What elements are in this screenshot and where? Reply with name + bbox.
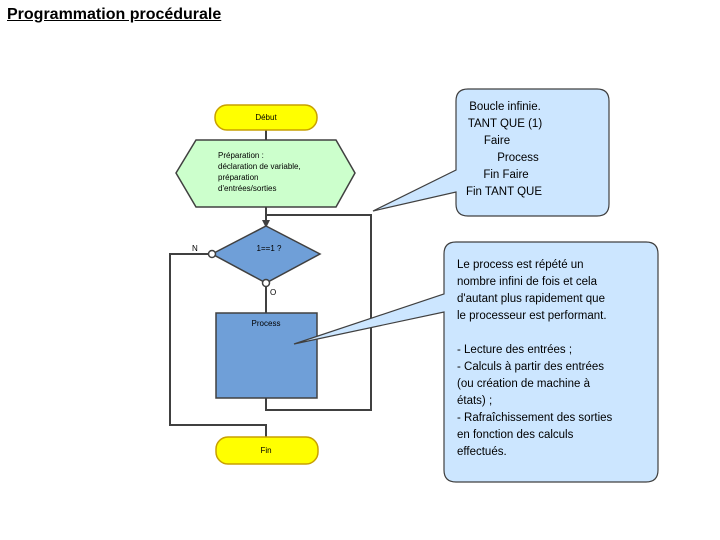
description-line-10: - Rafraîchissement des sorties bbox=[457, 412, 613, 424]
decision-label: 1==1 ? bbox=[257, 244, 282, 253]
yes-label: O bbox=[270, 288, 276, 297]
preparation-line-4: d'entrées/sorties bbox=[218, 184, 276, 193]
preparation-line-1: Préparation : bbox=[218, 151, 264, 160]
end-label: Fin bbox=[260, 446, 271, 455]
start-label: Début bbox=[255, 113, 277, 122]
end-terminal bbox=[215, 436, 319, 465]
preparation-label: Préparation : déclaration de variable, p… bbox=[218, 151, 301, 193]
loop-callout-line-2: TANT QUE (1) bbox=[468, 118, 542, 130]
description-line-1: Le process est répété un bbox=[457, 259, 584, 271]
connector-loop-back bbox=[265, 214, 372, 411]
description-callout-bubble bbox=[293, 241, 659, 483]
no-branch-connector-dot bbox=[207, 249, 217, 259]
description-line-11: en fonction des calculs bbox=[457, 429, 574, 441]
description-line-12: effectués. bbox=[457, 446, 507, 458]
loop-callout-line-6: Fin TANT QUE bbox=[466, 186, 542, 198]
start-terminal bbox=[214, 104, 318, 131]
page-title: Programmation procédurale bbox=[7, 6, 222, 23]
loop-callout-line-3: Faire bbox=[484, 135, 510, 147]
description-line-8: (ou création de machine à bbox=[457, 378, 591, 390]
process-label: Process bbox=[252, 319, 281, 328]
preparation-line-3: préparation bbox=[218, 173, 258, 182]
loop-callout-bubble bbox=[372, 88, 610, 217]
yes-branch-connector-dot bbox=[261, 278, 271, 288]
preparation-line-2: déclaration de variable, bbox=[218, 162, 301, 171]
description-line-6: - Lecture des entrées ; bbox=[457, 344, 572, 356]
description-line-2: nombre infini de fois et cela bbox=[457, 276, 598, 288]
loop-callout-text: Boucle infinie. TANT QUE (1) Faire Proce… bbox=[466, 101, 542, 198]
decision-diamond bbox=[210, 225, 322, 284]
description-line-7: - Calculs à partir des entrées bbox=[457, 361, 604, 373]
process-box bbox=[215, 312, 318, 399]
description-callout-text: Le process est répété un nombre infini d… bbox=[457, 259, 613, 458]
description-line-3: d'autant plus rapidement que bbox=[457, 293, 605, 305]
description-line-4: le processeur est performant. bbox=[457, 310, 607, 322]
connector-no-branch bbox=[169, 253, 267, 437]
no-label: N bbox=[192, 244, 198, 253]
loop-callout-line-5: Fin Faire bbox=[483, 169, 528, 181]
flow-connectors bbox=[169, 130, 372, 437]
loop-callout-line-1: Boucle infinie. bbox=[469, 101, 541, 113]
loop-callout-line-4: Process bbox=[497, 152, 539, 164]
description-line-9: états) ; bbox=[457, 395, 492, 407]
preparation-shape bbox=[175, 139, 356, 208]
